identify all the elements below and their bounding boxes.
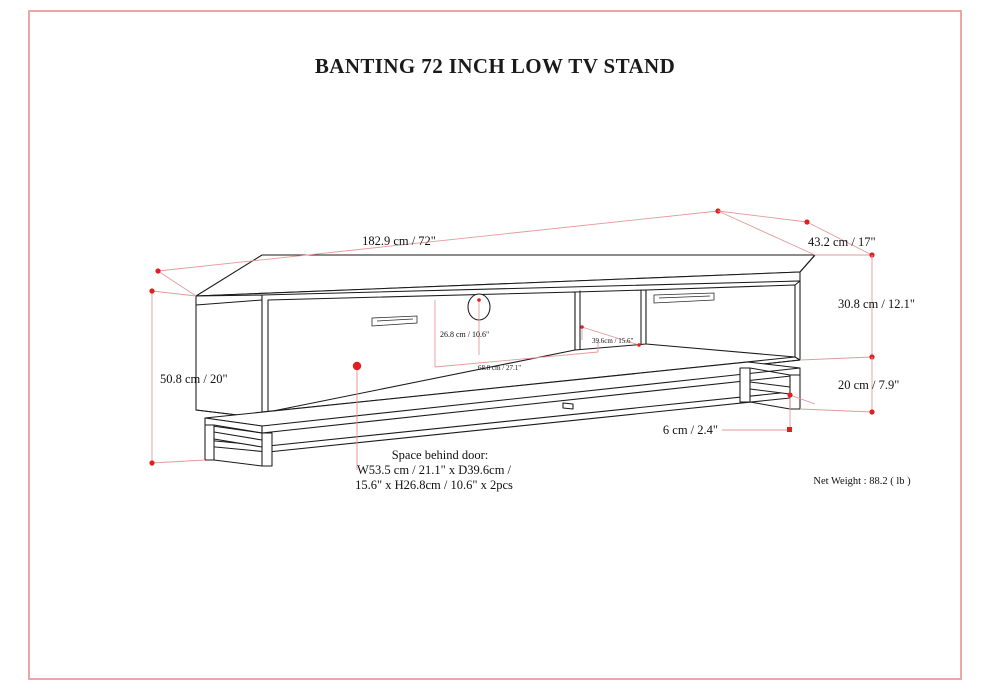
dimension-leg-width: 6 cm / 2.4" [663,392,816,437]
right-door-panel [645,284,796,358]
page-title: BANTING 72 INCH LOW TV STAND [314,54,676,78]
dimension-label-interior-width: 68.8 cm / 27.1" [478,364,521,372]
dimension-overall-depth: 43.2 cm / 17" [717,210,876,258]
callout-line-1: Space behind door: [392,448,489,462]
callout-marker-dot [352,361,362,371]
left-leg-assembly [204,424,273,467]
dimension-label-overall-height: 50.8 cm / 20" [160,372,228,386]
dimension-label-overall-depth: 43.2 cm / 17" [808,235,876,249]
right-end-panel [794,280,801,361]
dimension-label-cabinet-height: 30.8 cm / 12.1" [838,297,915,311]
left-end-panel [195,294,263,419]
dimension-overall-height: 50.8 cm / 20" [149,288,228,466]
dimension-label-interior-depth: 39.6cm / 15.6" [592,337,633,345]
metal-leg-frame [204,361,801,467]
furniture-illustration [195,254,816,467]
callout-line-3: 15.6" x H26.8cm / 10.6" x 2pcs [355,478,513,492]
dimension-interior-width: 68.8 cm / 27.1" [434,340,599,372]
dimension-label-overall-width: 182.9 cm / 72" [362,234,436,248]
dimension-interior-height: 26.8 cm / 10.6" [434,298,489,367]
right-leg-assembly [739,367,801,410]
dimension-label-interior-height: 26.8 cm / 10.6" [440,330,489,339]
callout-line-2: W53.5 cm / 21.1" x D39.6cm / [357,463,512,477]
dimension-interior-depth: 39.6cm / 15.6" [580,325,641,347]
space-behind-door-callout: Space behind door: W53.5 cm / 21.1" x D3… [352,361,513,492]
dimension-cabinet-height: 30.8 cm / 12.1" [799,255,915,361]
net-weight-label: Net Weight : 88.2 ( lb ) [813,476,911,487]
dimension-leg-height: 20 cm / 7.9" [799,357,899,415]
dimension-overall-width: 182.9 cm / 72" [155,208,816,297]
dimension-label-leg-height: 20 cm / 7.9" [838,378,899,392]
dimension-label-leg-width: 6 cm / 2.4" [663,423,718,437]
